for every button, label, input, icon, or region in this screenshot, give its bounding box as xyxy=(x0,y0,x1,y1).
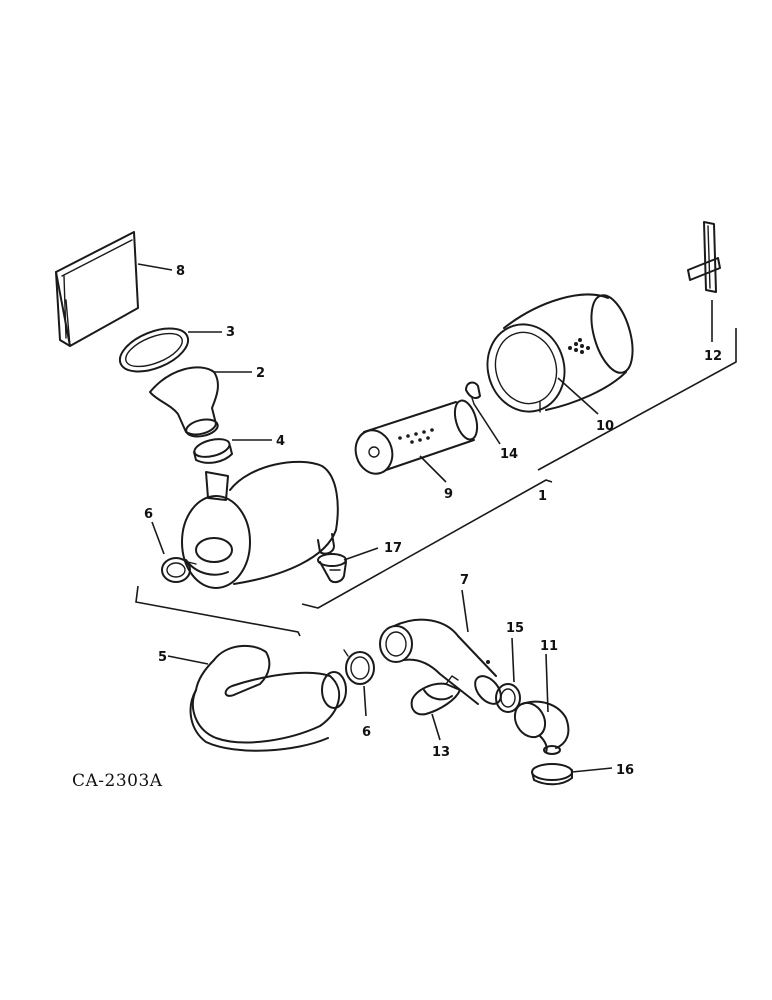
callout-11: 11 xyxy=(540,639,558,654)
callout-6-lower: 6 xyxy=(362,725,371,740)
callout-5: 5 xyxy=(158,650,167,665)
part-3-ring xyxy=(118,327,190,373)
callout-6-upper: 6 xyxy=(144,507,153,522)
part-8-screen-panel xyxy=(55,231,139,347)
callout-16: 16 xyxy=(616,763,634,778)
part-16-hose-clamp xyxy=(531,763,573,786)
part-10-perforation-dots xyxy=(568,338,590,354)
callout-4: 4 xyxy=(276,434,285,449)
part-13-strap-clamp xyxy=(410,675,461,716)
figure-id: CA-2303A xyxy=(72,771,163,791)
part-10-outer-filter xyxy=(486,293,634,413)
part-6-clamp-upper xyxy=(161,557,197,583)
part-12-bracket xyxy=(687,221,721,293)
callout-3: 3 xyxy=(226,325,235,340)
leader-lines xyxy=(137,263,713,773)
callout-17: 17 xyxy=(384,541,402,556)
part-4-hose-clamp xyxy=(193,438,233,464)
part-17-dust-valve xyxy=(317,553,347,584)
callout-14: 14 xyxy=(500,447,518,462)
part-6-clamp-lower xyxy=(343,649,375,685)
callout-10: 10 xyxy=(596,419,614,434)
callout-13: 13 xyxy=(432,745,450,760)
callout-9: 9 xyxy=(444,487,453,502)
callout-15: 15 xyxy=(506,621,524,636)
part-9-perforation-dots xyxy=(398,428,434,444)
callout-7: 7 xyxy=(460,573,469,588)
part-9-inner-filter xyxy=(354,399,479,475)
part-15-hose-clamp xyxy=(495,683,521,713)
part-11-rubber-elbow xyxy=(513,700,570,755)
assembly-1-bracket xyxy=(135,328,737,637)
callout-1: 1 xyxy=(538,489,547,504)
part-7-elbow-tube xyxy=(379,618,502,705)
callout-12: 12 xyxy=(704,349,722,364)
part-5-intake-hose xyxy=(189,644,347,752)
callout-labels: 1 2 3 4 5 6 6 7 8 9 10 11 12 13 14 15 16… xyxy=(144,264,722,778)
callout-8: 8 xyxy=(176,264,185,279)
callout-2: 2 xyxy=(256,366,265,381)
part-2-inlet-hood xyxy=(149,366,219,438)
air-cleaner-body xyxy=(181,460,339,589)
part-14-wing-nut xyxy=(465,381,481,405)
